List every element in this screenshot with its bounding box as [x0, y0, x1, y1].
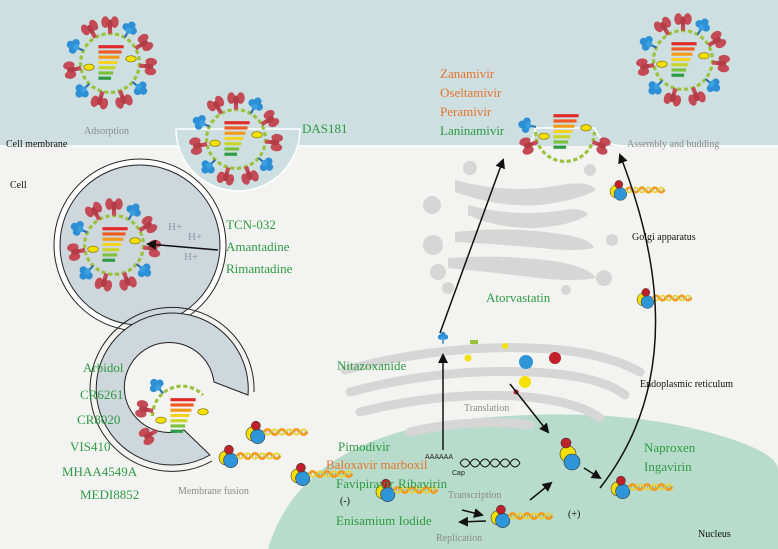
proton-label-2: H+ — [188, 231, 203, 243]
cap-label: Cap — [452, 470, 465, 477]
proton-label-3: H+ — [184, 251, 199, 263]
drug-peramivir: Peramivir — [440, 104, 492, 119]
rnp-released-1 — [244, 419, 309, 446]
process-arrows — [438, 153, 657, 527]
adsorption-label: Adsorption — [84, 126, 129, 137]
negative-strand-label: (-) — [340, 496, 350, 507]
golgi-label: Golgi apparatus — [632, 232, 696, 243]
endosome — [53, 158, 227, 332]
drug-zanamivir: Zanamivir — [440, 66, 495, 81]
drug-cr8020: CR8020 — [77, 412, 121, 427]
drug-medi8852: MEDI8852 — [80, 487, 140, 502]
replication-label: Replication — [436, 533, 483, 544]
nucleus-region — [268, 414, 778, 549]
drug-amantadine: Amantadine — [226, 239, 290, 254]
membrane-fusion-label: Membrane fusion — [178, 486, 249, 497]
drug-arbidol: Arbidol — [83, 360, 124, 375]
drug-naproxen: Naproxen — [644, 440, 696, 455]
drug-baloxavir-marboxil: Baloxavir marboxil — [326, 457, 428, 472]
endoplasmic-reticulum — [340, 343, 645, 437]
poly-a-tail-label: AAAAAA — [425, 454, 454, 461]
nuclear-proteins — [464, 340, 581, 471]
drug-cr6261: CR6261 — [80, 387, 124, 402]
nucleus-label: Nucleus — [698, 529, 731, 540]
rnp-golgi-2 — [635, 287, 693, 310]
drug-mhaa4549a: MHAA4549A — [62, 464, 138, 479]
golgi-apparatus — [423, 161, 618, 295]
drug-oseltamivir: Oseltamivir — [440, 85, 502, 100]
drug-enisamium-iodide: Enisamium Iodide — [336, 513, 432, 528]
drug-pimodivir: Pimodivir — [338, 439, 391, 454]
drug-tcn032: TCN-032 — [226, 217, 276, 232]
m2-block-arrow — [146, 239, 219, 251]
drug-favipiravir: Favipiravir — [336, 476, 394, 491]
rnp-released-2 — [217, 443, 282, 470]
proton-label-1: H+ — [168, 221, 183, 233]
cell-label: Cell — [10, 180, 27, 191]
positive-strand-label: (+) — [568, 509, 581, 520]
virion-fusing — [134, 374, 209, 447]
translation-label: Translation — [464, 403, 510, 414]
transcription-label: Transcription — [448, 490, 502, 501]
drug-das181: DAS181 — [302, 121, 348, 136]
er-label: Endoplasmic reticulum — [640, 379, 734, 390]
drug-ingavirin: Ingavirin — [644, 459, 692, 474]
mrna-helix-2 — [459, 458, 521, 468]
cell-membrane-label: Cell membrane — [6, 139, 68, 150]
drug-laninamivir: Laninamivir — [440, 123, 505, 138]
drug-atorvastatin: Atorvastatin — [486, 290, 551, 305]
drug-rimantadine: Rimantadine — [226, 261, 293, 276]
fusion-endosome — [89, 306, 255, 472]
rnp-golgi-1 — [608, 179, 666, 202]
neuraminidase-protein — [437, 331, 449, 344]
drug-vis410: VIS410 — [70, 439, 111, 454]
assembly-label: Assembly and budding — [627, 139, 720, 150]
drug-nitazoxanide: Nitazoxanide — [337, 358, 407, 373]
drug-ribavirin: Ribavirin — [398, 476, 448, 491]
